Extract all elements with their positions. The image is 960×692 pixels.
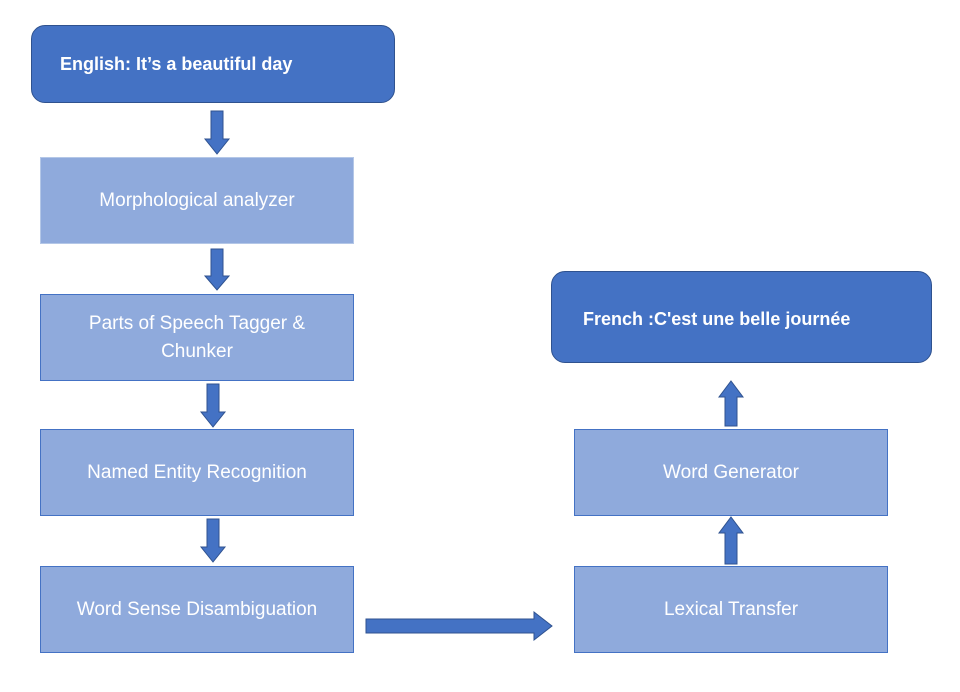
french-output-label: French :C'est une belle journée <box>583 309 851 329</box>
morphological-analyzer-label: Morphological analyzer <box>99 189 295 211</box>
word-generator-box: Word Generator <box>574 429 888 516</box>
arrow-up-2 <box>718 380 744 427</box>
wsd-box: Word Sense Disambiguation <box>40 566 354 653</box>
arrow-up-1 <box>718 516 744 565</box>
english-input-label: English: It’s a beautiful day <box>60 54 293 74</box>
english-input-box: English: It’s a beautiful day <box>31 25 395 103</box>
word-generator-label: Word Generator <box>663 461 799 483</box>
lexical-transfer-box: Lexical Transfer <box>574 566 888 653</box>
ner-box: Named Entity Recognition <box>40 429 354 516</box>
lexical-transfer-label: Lexical Transfer <box>663 598 799 620</box>
arrow-down-2 <box>203 248 231 291</box>
wsd-label: Word Sense Disambiguation <box>76 598 318 620</box>
morphological-analyzer-box: Morphological analyzer <box>40 157 354 244</box>
arrow-right <box>365 610 553 642</box>
pos-tagger-label: Parts of Speech Tagger & Chunker <box>88 312 306 362</box>
arrow-down-3 <box>199 383 227 428</box>
pos-tagger-box: Parts of Speech Tagger & Chunker <box>40 294 354 381</box>
french-output-box: French :C'est une belle journée <box>551 271 932 363</box>
ner-label: Named Entity Recognition <box>87 461 307 483</box>
arrow-down-4 <box>199 518 227 563</box>
arrow-down-1 <box>203 110 231 155</box>
